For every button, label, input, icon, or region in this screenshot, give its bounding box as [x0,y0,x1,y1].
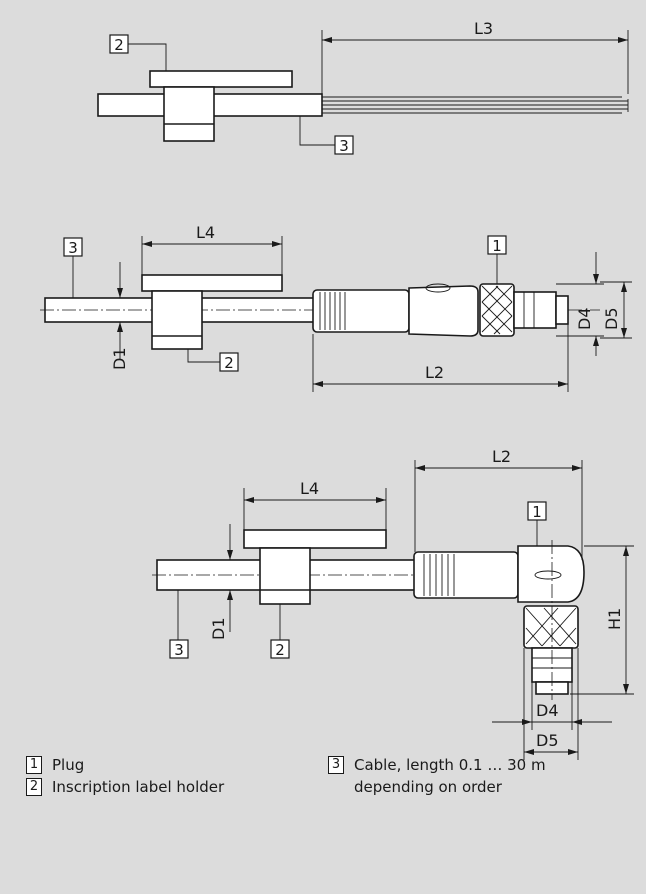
legend-number: 3 [328,756,344,774]
holder-clip [163,86,215,142]
tag-holder: 2 [224,354,234,372]
legend-text: Inscription label holder [52,778,225,796]
figure-straight-plug: D1 L4 L2 D4 D5 3 2 1 [40,223,632,392]
dim-d1: D1 [110,348,129,371]
dim-d5: D5 [602,308,621,331]
knurled-nut [479,283,515,337]
dim-d5: D5 [536,731,559,750]
legend-text: Plug [52,756,85,774]
holder-plate [243,529,387,549]
holder-clip [151,290,203,350]
dim-l4: L4 [300,479,319,498]
dim-l4: L4 [196,223,215,242]
holder-plate [149,70,293,88]
legend-text-block: Cable, length 0.1 … 30 m depending on or… [354,754,546,798]
strain-relief [312,289,410,333]
dim-d4: D4 [536,701,559,720]
legend-item-plug: 1 Plug [26,754,296,776]
dim-l2: L2 [425,363,444,382]
angled-housing [517,545,585,603]
tag-holder: 2 [114,36,124,54]
tag-cable: 3 [174,641,184,659]
legend-text-continued: depending on order [354,778,502,796]
legend-item-holder: 2 Inscription label holder [26,776,296,798]
plug-thread [513,291,557,329]
legend-right: 3 Cable, length 0.1 … 30 m depending on … [328,754,628,798]
dim-l2: L2 [492,447,511,466]
legend-text: Cable, length 0.1 … 30 m [354,756,546,774]
wire-ends [322,96,629,114]
dim-d1: D1 [209,618,228,641]
tag-holder: 2 [275,641,285,659]
legend-number: 2 [26,778,42,796]
tag-plug: 1 [532,503,542,521]
knurled-nut [523,605,579,649]
figure-open-end-cable: L3 2 3 [97,19,629,155]
legend-left: 1 Plug 2 Inscription label holder [26,754,296,798]
dim-l3: L3 [474,19,493,38]
figure-angled-plug: D1 L4 L2 H1 D4 D5 1 [152,447,634,760]
holder-plate [141,274,283,292]
plug-body [408,285,479,337]
dim-h1: H1 [605,608,624,630]
tag-plug: 1 [492,237,502,255]
holder-clip [259,547,311,605]
tag-cable: 3 [68,239,78,257]
legend-item-cable: 3 Cable, length 0.1 … 30 m depending on … [328,754,628,798]
tag-cable: 3 [339,137,349,155]
dim-d4: D4 [575,308,594,331]
legend-number: 1 [26,756,42,774]
plug-tip [555,295,569,325]
